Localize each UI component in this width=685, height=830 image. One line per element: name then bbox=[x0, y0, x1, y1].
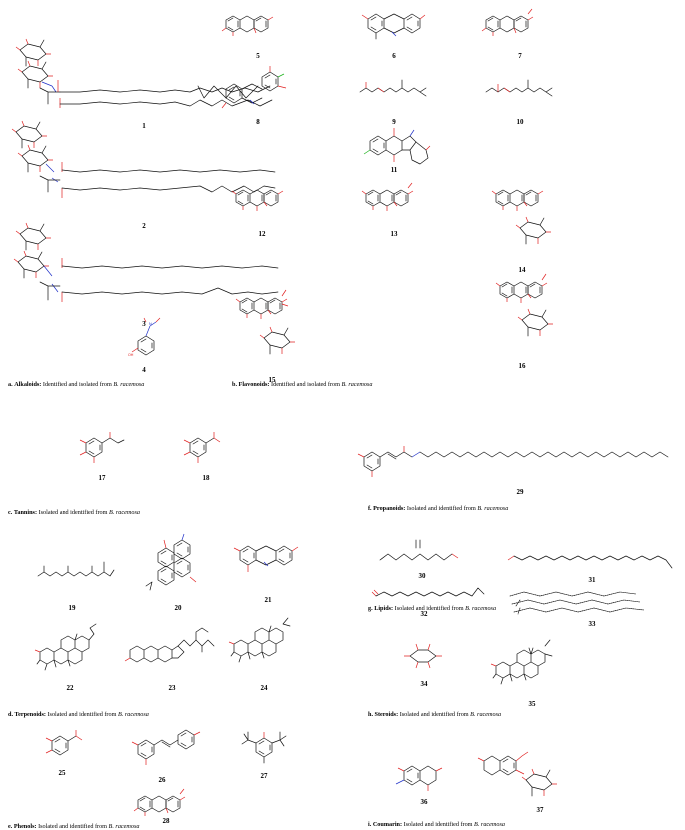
compound-35-structure bbox=[490, 639, 553, 685]
compound-25-structure bbox=[45, 730, 83, 756]
compound-8-label: 8 bbox=[256, 118, 260, 126]
compound-16-label: 16 bbox=[519, 362, 527, 370]
compound-10-structure bbox=[485, 79, 553, 97]
compound-35-label: 35 bbox=[529, 700, 537, 708]
compound-36-structure bbox=[395, 765, 443, 791]
compound-22-structure bbox=[34, 623, 97, 671]
compound-3-label: 3 bbox=[142, 320, 146, 328]
caption-alkaloids: a. Alkaloids: Identified and isolated fr… bbox=[8, 381, 144, 388]
compound-9-structure bbox=[359, 79, 427, 97]
compound-11-label: 11 bbox=[391, 166, 398, 174]
compound-22-label: 22 bbox=[67, 684, 75, 692]
compound-20-label: 20 bbox=[175, 604, 183, 612]
caption-terpenoids: d. Terpenoids: Isolated and identified f… bbox=[8, 711, 149, 718]
compound-15-structure bbox=[235, 289, 296, 355]
compound-33-structure bbox=[509, 591, 645, 615]
caption-coumarin: i. Coumarin: Isolated and identified fro… bbox=[368, 821, 505, 828]
compound-34-structure bbox=[404, 643, 442, 669]
compound-19-label: 19 bbox=[69, 604, 77, 612]
compound-14-label: 14 bbox=[519, 266, 527, 274]
compound-24-structure bbox=[228, 617, 291, 663]
compound-13-label: 13 bbox=[391, 230, 399, 238]
compound-34-label: 34 bbox=[421, 680, 429, 688]
compound-12-label: 12 bbox=[259, 230, 267, 238]
compound-33-label: 33 bbox=[589, 620, 597, 628]
compound-13-structure bbox=[361, 182, 414, 212]
compound-20-structure bbox=[145, 533, 197, 591]
compound-8-structure bbox=[221, 66, 287, 109]
compound-31-structure bbox=[507, 555, 673, 569]
compound-23-structure bbox=[124, 627, 215, 663]
compound-5-structure bbox=[221, 15, 274, 37]
compound-1-structure bbox=[15, 38, 273, 108]
compound-37-label: 37 bbox=[537, 806, 545, 814]
compound-28-structure bbox=[133, 788, 186, 817]
caption-steroids: h. Steroids: Isolated and identified fro… bbox=[368, 711, 501, 718]
compound-6-structure bbox=[361, 13, 426, 40]
compound-7-label: 7 bbox=[518, 52, 522, 60]
compound-11-structure bbox=[363, 128, 431, 165]
compound-32-label: 32 bbox=[421, 610, 429, 618]
compound-9-label: 9 bbox=[392, 118, 396, 126]
caption-flavonoids: b. Flavonoids: Identified and isolated f… bbox=[232, 381, 372, 388]
compound-3-structure bbox=[13, 222, 279, 302]
compound-6-label: 6 bbox=[392, 52, 396, 60]
compound-28-label: 28 bbox=[163, 817, 171, 825]
hydroxy-label: OH bbox=[128, 353, 134, 357]
compound-32-structure bbox=[371, 587, 485, 597]
compound-18-structure bbox=[183, 432, 221, 463]
compound-1-label: 1 bbox=[142, 122, 146, 130]
compound-17-label: 17 bbox=[99, 474, 107, 482]
compound-25-label: 25 bbox=[59, 769, 67, 777]
compound-36-label: 36 bbox=[421, 798, 429, 806]
compound-21-label: 21 bbox=[265, 596, 273, 604]
compound-2-structure bbox=[11, 120, 276, 198]
compound-37-structure bbox=[477, 751, 558, 797]
compound-30-structure bbox=[379, 539, 459, 561]
compound-18-label: 18 bbox=[203, 474, 211, 482]
compound-26-label: 26 bbox=[159, 776, 167, 784]
compound-16-structure bbox=[495, 273, 554, 337]
compound-17-structure bbox=[79, 432, 125, 463]
compound-30-label: 30 bbox=[419, 572, 427, 580]
caption-propanoids: f. Propanoids: Isolated and identified f… bbox=[368, 505, 508, 512]
compound-19-structure bbox=[37, 561, 115, 577]
nitro-n-label: N bbox=[149, 322, 152, 326]
compound-5-label: 5 bbox=[256, 52, 260, 60]
compound-29-label: 29 bbox=[517, 488, 525, 496]
caption-phenols: e. Phenols: Isolated and identified from… bbox=[8, 823, 139, 830]
compound-21-structure bbox=[233, 545, 299, 572]
caption-lipids: g. Lipids: Isolated and identified from … bbox=[368, 605, 496, 612]
compound-23-label: 23 bbox=[169, 684, 177, 692]
compound-31-label: 31 bbox=[589, 576, 597, 584]
compound-27-structure bbox=[241, 731, 287, 764]
compound-27-label: 27 bbox=[261, 772, 269, 780]
compound-2-label: 2 bbox=[142, 222, 146, 230]
compound-12-structure bbox=[231, 189, 284, 212]
compound-29-structure bbox=[357, 446, 669, 477]
compound-15-label: 15 bbox=[269, 376, 277, 384]
compound-4-structure: N OH bbox=[128, 317, 161, 357]
compound-24-label: 24 bbox=[261, 684, 269, 692]
compound-7-structure bbox=[481, 8, 534, 37]
compound-10-label: 10 bbox=[517, 118, 525, 126]
compound-26-structure bbox=[131, 729, 201, 765]
caption-tannins: c. Tannins: Isolated and identified from… bbox=[8, 509, 140, 516]
compound-14-structure bbox=[491, 189, 552, 245]
compound-4-label: 4 bbox=[142, 366, 146, 374]
